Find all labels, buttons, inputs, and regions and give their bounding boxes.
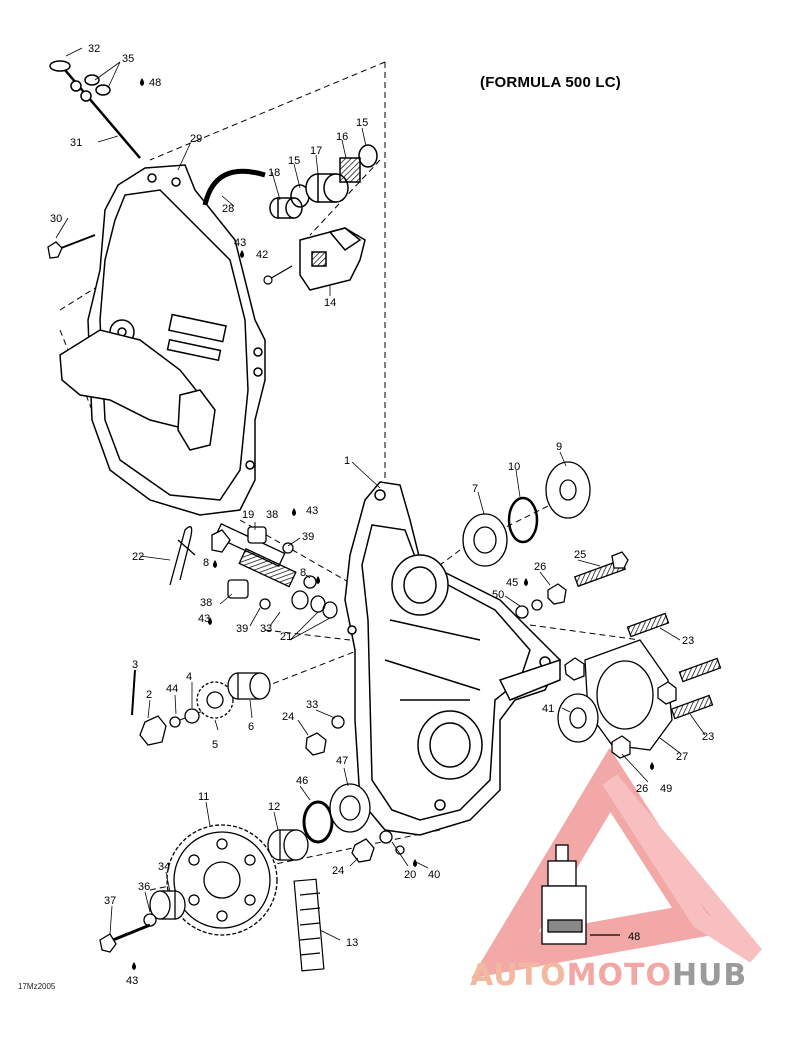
label-43-top: 43 [234,237,246,249]
diagram-title: (FORMULA 500 LC) [480,74,621,91]
label-15-left: 15 [288,155,300,167]
bolt-25-assembly [515,551,629,619]
watermark-part-auto: AUTO [470,958,567,993]
tensioner-assembly [211,523,338,619]
label-26-bottom: 26 [636,783,648,795]
label-21: 21 [280,631,292,643]
label-43-mid: 43 [306,505,318,517]
seal-28 [202,168,266,206]
label-6: 6 [248,721,254,733]
label-9: 9 [556,441,562,453]
leader-lines [55,47,706,941]
label-18: 18 [268,167,280,179]
label-44: 44 [166,683,178,695]
label-7: 7 [472,483,478,495]
label-23-top: 23 [682,635,694,647]
upper-chaincase-cover [59,164,266,516]
chain-13 [293,878,325,972]
label-20: 20 [404,869,416,881]
label-16: 16 [336,131,348,143]
label-43-bottom: 43 [126,975,138,987]
label-10: 10 [508,461,520,473]
label-50: 50 [492,589,504,601]
drive-sprocket-parts [131,669,271,746]
label-48-top: 48 [149,77,161,89]
label-41: 41 [542,703,554,715]
watermark-text: AUTOMOTOHUB [470,958,747,993]
label-15-right: 15 [356,117,368,129]
lower-bearings [267,783,371,861]
label-37: 37 [104,895,116,907]
watermark-part-moto: MOTO [566,958,672,993]
label-36: 36 [138,881,150,893]
part-labels: 32 35 48 31 29 30 28 18 15 17 16 15 43 4… [50,43,714,987]
label-31: 31 [70,137,82,149]
label-40: 40 [428,869,440,881]
label-43-left: 43 [198,613,210,625]
label-47: 47 [336,755,348,767]
label-1: 1 [344,455,350,467]
oil-drop-icons [132,78,654,970]
label-46: 46 [296,775,308,787]
label-33-lower: 33 [306,699,318,711]
bearing-cover-27 [557,612,722,759]
label-39-bottom: 39 [236,623,248,635]
label-14: 14 [324,297,336,309]
right-bearings [462,461,591,567]
label-25: 25 [574,549,586,561]
label-19: 19 [242,509,254,521]
label-42: 42 [256,249,268,261]
clip-22 [169,526,196,586]
watermark-part-hub: HUB [671,958,748,993]
bolt-42 [263,265,293,285]
label-8-left: 8 [203,557,209,569]
dipstick-rod-31 [49,60,141,159]
bearing-stack-top [269,144,378,219]
bracket-14 [299,227,366,291]
label-35: 35 [122,53,134,65]
label-4: 4 [186,671,192,683]
label-8-right: 8 [300,567,306,579]
label-13: 13 [346,937,358,949]
label-34: 34 [158,861,170,873]
label-49: 49 [660,783,672,795]
nuts-washers-lower [305,715,405,863]
label-45: 45 [506,577,518,589]
label-22: 22 [132,551,144,563]
label-2: 2 [146,689,152,701]
label-27: 27 [676,751,688,763]
label-12: 12 [268,801,280,813]
label-30: 30 [50,213,62,225]
oil-bottle-48 [541,844,620,945]
label-38-bottom: 38 [200,597,212,609]
label-32: 32 [88,43,100,55]
label-11: 11 [198,791,209,803]
label-39-top: 39 [302,531,314,543]
label-17: 17 [310,145,322,157]
label-29: 29 [190,133,202,145]
label-48-bottom: 48 [628,931,640,943]
label-24-lower: 24 [332,865,344,877]
label-3: 3 [132,659,138,671]
bolt-30 [47,234,96,259]
label-23-bottom: 23 [702,731,714,743]
diagram-code: 17Mz2005 [18,982,56,991]
label-33-mid: 33 [260,623,272,635]
driven-sprocket-11 [99,824,278,953]
label-24-mid: 24 [282,711,294,723]
label-5: 5 [212,739,218,751]
chaincase-housing [344,481,561,836]
label-28: 28 [222,203,234,215]
label-26-top: 26 [534,561,546,573]
label-38-top: 38 [266,509,278,521]
